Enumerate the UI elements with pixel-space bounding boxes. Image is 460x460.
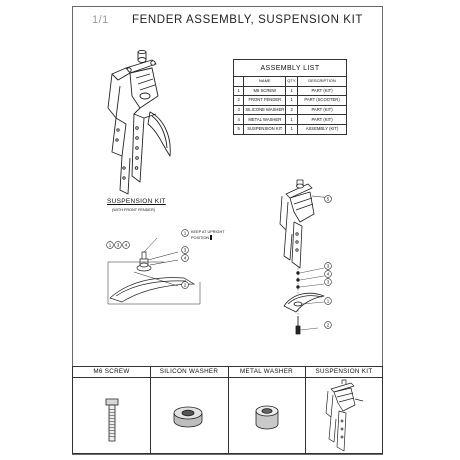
table-header-row: NAME QTY. DESCRIPTION: [232, 76, 347, 87]
callout-number: 1: [184, 231, 187, 236]
detail-callouts: 1 3 4 2: [181, 229, 189, 289]
column-header: QTY.: [285, 76, 299, 87]
suspension-kit-drawing: [107, 49, 171, 195]
row-number: 3: [232, 104, 245, 116]
metal-washer-icon: [255, 405, 279, 430]
part-name: M6 SCREW: [243, 85, 287, 97]
callout-number: 4: [125, 243, 128, 248]
column-header: NAME: [243, 76, 287, 87]
part-label-metal-washer: METAL WASHER: [239, 368, 294, 375]
m6-screw-icon: [105, 398, 119, 442]
assembly-list-table: ASSEMBLY LIST NAME QTY. DESCRIPTION 1 M6…: [232, 59, 347, 135]
callout-number: 4: [184, 256, 187, 261]
row-number: 1: [232, 85, 245, 97]
part-label-silicon-washer: SILICON WASHER: [159, 368, 219, 375]
table-row: 2 FRONT FENDER 1 PART (SCOOTER): [232, 95, 347, 106]
keep-upright-note: KEEP AT UPRIGHT POSITION: [191, 230, 225, 241]
assembly-list-caption: ASSEMBLY LIST: [233, 59, 347, 77]
callout-number: 3: [327, 264, 330, 269]
suspension-kit-label: SUSPENSION KIT: [107, 198, 166, 205]
silicon-washer-icon: [173, 406, 203, 428]
part-description: PART (KIT): [297, 104, 347, 116]
callout-number: 3: [327, 280, 330, 285]
callout-number: 2: [184, 283, 187, 288]
column-header: [232, 76, 245, 87]
part-name: FRONT FENDER: [243, 95, 287, 106]
table-row: 3 SILICONE WASHER 2 PART (KIT): [232, 104, 347, 116]
part-name: METAL WASHER: [243, 114, 287, 125]
row-number: 5: [232, 123, 245, 135]
table-row: 5 SUSPENSION KIT 1 ASSEMBLY (KIT): [232, 123, 347, 135]
callout-number: 5: [327, 197, 330, 202]
parts-strip: M6 SCREW SILICON WASHER METAL WASHER SUS…: [72, 366, 383, 454]
exploded-view-drawing: [279, 179, 333, 335]
suspension-kit-icon: [325, 379, 364, 452]
detail-callout-group: 1 3 4: [106, 241, 130, 249]
column-divider: [228, 367, 229, 453]
callout-number: 4: [327, 272, 330, 277]
part-name: SUSPENSION KIT: [243, 123, 287, 135]
callout-number: 1: [327, 299, 330, 304]
part-qty: 1: [285, 114, 299, 125]
keep-note-line: POSITION: [191, 234, 225, 241]
suspension-kit-sublabel: (WITH FRONT FENDER): [112, 208, 155, 212]
column-header: DESCRIPTION: [297, 76, 347, 87]
column-divider: [305, 367, 306, 453]
part-description: PART (KIT): [297, 114, 347, 125]
part-name: SILICONE WASHER: [243, 104, 287, 116]
part-qty: 2: [285, 104, 299, 116]
table-row: 4 METAL WASHER 1 PART (KIT): [232, 114, 347, 125]
part-qty: 1: [285, 123, 299, 135]
exploded-callouts: 5 3 4 3 1 2: [324, 195, 332, 329]
part-description: ASSEMBLY (KIT): [297, 123, 347, 135]
row-number: 2: [232, 95, 245, 106]
column-divider: [150, 367, 151, 453]
part-label-m6-screw: M6 SCREW: [93, 368, 130, 375]
row-number: 4: [232, 114, 245, 125]
parts-header-divider: [73, 377, 382, 378]
part-description: PART (KIT): [297, 85, 347, 97]
page-number: 1/1: [92, 14, 109, 26]
part-label-suspension-kit: SUSPENSION KIT: [315, 368, 373, 375]
part-qty: 1: [285, 85, 299, 97]
table-row: 1 M6 SCREW 1 PART (KIT): [232, 85, 347, 97]
callout-number: 3: [117, 243, 120, 248]
page-title: FENDER ASSEMBLY, SUSPENSION KIT: [132, 14, 363, 26]
part-qty: 1: [285, 95, 299, 106]
part-description: PART (SCOOTER): [297, 95, 347, 106]
callout-number: 2: [327, 323, 330, 328]
keep-note-line: KEEP AT UPRIGHT: [191, 230, 225, 234]
callout-number: 3: [184, 248, 187, 253]
fender-detail-drawing: [107, 238, 201, 305]
callout-number: 1: [109, 243, 112, 248]
